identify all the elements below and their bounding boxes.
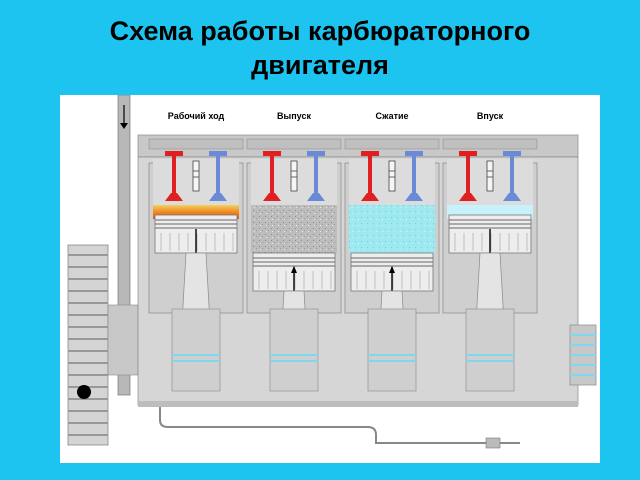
exhaust-valve	[172, 155, 176, 201]
crank-journal	[171, 308, 221, 392]
cylinders	[148, 138, 538, 392]
slide-title-line-2: двигателя	[251, 50, 389, 80]
crank-journal	[367, 308, 417, 392]
flywheel	[67, 244, 139, 446]
stroke-label-2: Выпуск	[277, 111, 311, 121]
rocker-arm	[148, 138, 244, 150]
intake-valve	[314, 155, 318, 201]
cylinder-3	[344, 138, 440, 392]
engine-diagram	[67, 95, 597, 449]
intake-valve	[510, 155, 514, 201]
spark-plug	[290, 160, 298, 192]
spark-plug	[388, 160, 396, 192]
exhaust-valve	[466, 155, 470, 201]
rocker-arm	[246, 138, 342, 150]
engine-diagram-panel: Рабочий ход Выпуск Сжатие Впуск	[60, 95, 600, 463]
chamber-exhaust-gas	[251, 205, 337, 253]
cylinder-2	[246, 138, 342, 392]
exhaust-valve	[368, 155, 372, 201]
intake-valve	[216, 155, 220, 201]
slide-title: Схема работы карбюраторного двигателя	[0, 14, 640, 82]
stroke-label-1: Рабочий ход	[167, 111, 225, 121]
chamber-compressed-mixture	[349, 205, 435, 253]
stroke-label-3: Сжатие	[375, 111, 409, 121]
rocker-arm	[344, 138, 440, 150]
spark-plug	[192, 160, 200, 192]
cylinder-1	[148, 138, 244, 392]
exhaust-valve	[270, 155, 274, 201]
slide-title-line-1: Схема работы карбюраторного	[109, 16, 531, 46]
cylinder-4	[442, 138, 538, 392]
spark-plug	[486, 160, 494, 192]
crank-journal	[465, 308, 515, 392]
rocker-arm	[442, 138, 538, 150]
crank-journal	[269, 308, 319, 392]
stroke-label-4: Впуск	[476, 111, 504, 121]
intake-valve	[412, 155, 416, 201]
